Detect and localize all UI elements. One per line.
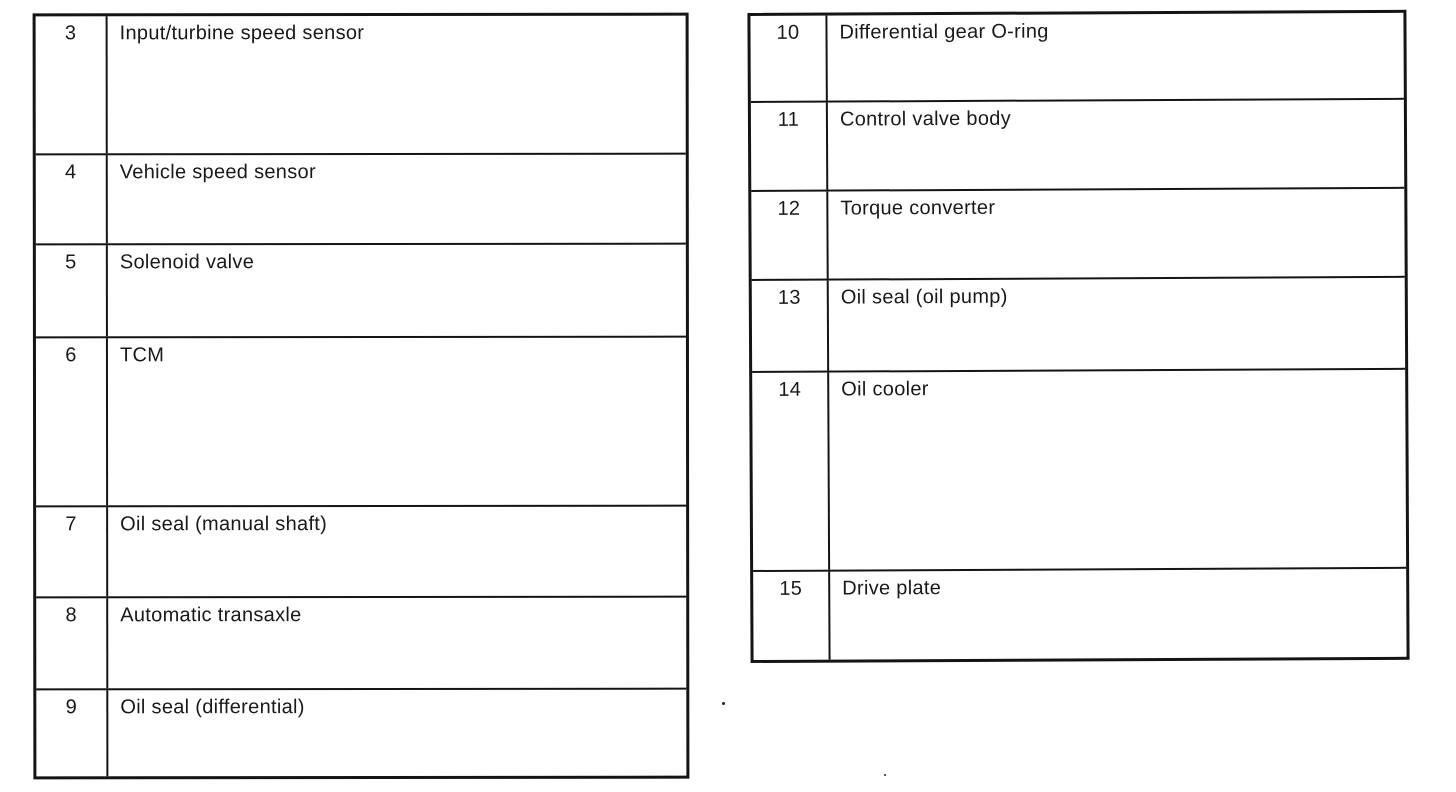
- part-name-cell: Vehicle speed sensor: [119, 161, 316, 184]
- part-name-cell: Oil seal (manual shaft): [120, 513, 328, 536]
- table-row: 10 Differential gear O-ring: [750, 12, 1404, 103]
- part-number-cell: 4: [35, 155, 108, 244]
- table-row: 13 Oil seal (oil pump): [751, 277, 1406, 373]
- table-row: 14 Oil cooler: [752, 369, 1407, 572]
- part-name-cell: Differential gear O-ring: [839, 20, 1049, 44]
- part-number-cell: 15: [753, 571, 831, 660]
- part-name-cell: TCM: [119, 344, 165, 367]
- part-name-cell: Oil seal (oil pump): [840, 285, 1008, 309]
- part-number-cell: 7: [36, 507, 109, 597]
- part-name-cell: Torque converter: [840, 196, 996, 220]
- part-number-cell: 10: [750, 15, 828, 101]
- table-row: 9 Oil seal (differential): [36, 690, 686, 777]
- part-number-cell: 5: [35, 245, 108, 337]
- part-name-cell: Control valve body: [839, 107, 1012, 131]
- parts-table-right: 10 Differential gear O-ring 11 Control v…: [747, 9, 1410, 663]
- table-row: 3 Input/turbine speed sensor: [35, 15, 686, 156]
- part-number-cell: 9: [36, 690, 109, 777]
- part-name-cell: Automatic transaxle: [120, 604, 302, 627]
- part-number-cell: 6: [35, 338, 109, 506]
- table-row: 8 Automatic transaxle: [36, 597, 687, 691]
- table-row: 11 Control valve body: [750, 99, 1405, 192]
- part-number-cell: 14: [752, 372, 831, 570]
- table-row: 12 Torque converter: [751, 188, 1405, 281]
- part-name-cell: Oil seal (differential): [120, 696, 305, 719]
- table-row: 15 Drive plate: [753, 569, 1406, 660]
- part-name-cell: Oil cooler: [841, 378, 929, 401]
- part-name-cell: Solenoid valve: [119, 251, 255, 274]
- table-row: 5 Solenoid valve: [35, 244, 686, 339]
- part-name-cell: Drive plate: [842, 577, 942, 600]
- parts-table-left: 3 Input/turbine speed sensor 4 Vehicle s…: [32, 12, 690, 780]
- table-row: 4 Vehicle speed sensor: [35, 154, 686, 246]
- table-row: 6 TCM: [35, 337, 687, 508]
- part-number-cell: 13: [751, 280, 830, 371]
- table-row: 7 Oil seal (manual shaft): [36, 506, 687, 599]
- part-name-cell: Input/turbine speed sensor: [119, 21, 365, 45]
- part-number-cell: 8: [36, 598, 109, 689]
- scan-speck: [884, 774, 886, 776]
- part-number-cell: 3: [35, 16, 108, 154]
- part-number-cell: 11: [750, 102, 829, 190]
- scan-speck: [722, 702, 725, 705]
- part-number-cell: 12: [751, 191, 829, 279]
